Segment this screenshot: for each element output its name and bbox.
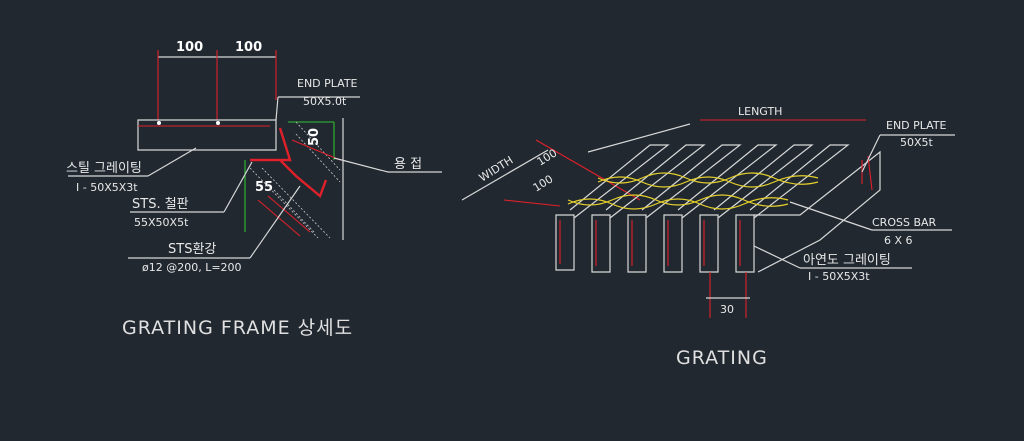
steel-grating-label: 스틸 그레이팅 xyxy=(66,161,142,176)
anchor-label: STS환강 xyxy=(168,242,216,257)
bolt-dot-1 xyxy=(157,121,161,125)
cross-bar-spec: 6 X 6 xyxy=(884,234,913,247)
cross-bar-2 xyxy=(567,197,789,210)
frame-detail-title: GRATING FRAME 상세도 xyxy=(122,317,353,339)
galv-leader xyxy=(753,245,801,269)
bearing-bars xyxy=(555,144,850,273)
concrete-hatch xyxy=(249,121,341,239)
width-dim-100-a: 100 xyxy=(535,146,560,168)
cross-bar-label: CROSS BAR xyxy=(872,216,937,229)
steel-grating-leader xyxy=(147,147,197,177)
bolt-dot-2 xyxy=(216,121,220,125)
bearing-bar-1 xyxy=(555,144,670,271)
width-dim-1 xyxy=(535,139,641,201)
grating-title: GRATING xyxy=(676,347,768,369)
anchor-bar xyxy=(279,159,328,199)
cross-bar-1b xyxy=(597,172,819,185)
weld-leader xyxy=(333,157,389,173)
galv-grating-spec: I - 50X5X3t xyxy=(808,270,870,283)
sts-angle-leader xyxy=(223,161,253,213)
width-dim-100-b: 100 xyxy=(531,172,556,194)
bearing-bar-2 xyxy=(591,144,706,273)
end-plate-label: END PLATE xyxy=(886,119,947,132)
red-hatch xyxy=(257,139,341,237)
weld-label: 용 접 xyxy=(394,157,422,172)
dim-55: 55 xyxy=(255,180,273,195)
bearing-bar-3 xyxy=(627,144,742,273)
width-dim-line xyxy=(461,149,549,201)
end-plate-label: END PLATE xyxy=(297,77,358,90)
sts-angle-label: STS. 철판 xyxy=(132,197,189,212)
end-plate xyxy=(754,150,881,273)
bearing-bar-5 xyxy=(699,144,814,273)
galv-grating-label: 아연도 그레이팅 xyxy=(803,253,891,268)
anchor-leader xyxy=(249,185,301,259)
bearing-bar-6 xyxy=(735,144,850,273)
cross-bar-leader xyxy=(789,201,873,231)
length-label: LENGTH xyxy=(738,105,782,118)
end-plate-spec: 50X5.0t xyxy=(303,95,347,108)
steel-grating-spec: I - 50X5X3t xyxy=(76,181,138,194)
cross-bar-2b xyxy=(567,194,789,207)
length-ext-1 xyxy=(587,123,691,153)
sts-angle-spec: 55X50X5t xyxy=(134,216,189,229)
grating-isometric: LENGTH WIDTH 100 100 END PLATE 50X5t xyxy=(461,105,955,369)
end-plate-leader xyxy=(861,134,881,173)
frame-detail: 100 100 END PLATE 50X5.0t 50 55 용 접 xyxy=(66,40,442,339)
dim-100-b: 100 xyxy=(235,40,262,55)
dim-50: 50 xyxy=(307,128,322,146)
width-dim-2 xyxy=(503,199,561,207)
end-plate-leader xyxy=(275,96,279,121)
end-plate-spec: 50X5t xyxy=(900,136,934,149)
dim-100-a: 100 xyxy=(176,40,203,55)
cross-bar-1 xyxy=(597,175,819,188)
bearing-bar-red-lines xyxy=(559,220,741,266)
sts-angle xyxy=(250,127,292,162)
anchor-spec: ø12 @200, L=200 xyxy=(142,261,242,274)
dim-30: 30 xyxy=(720,303,734,316)
grating-bar xyxy=(137,119,277,151)
